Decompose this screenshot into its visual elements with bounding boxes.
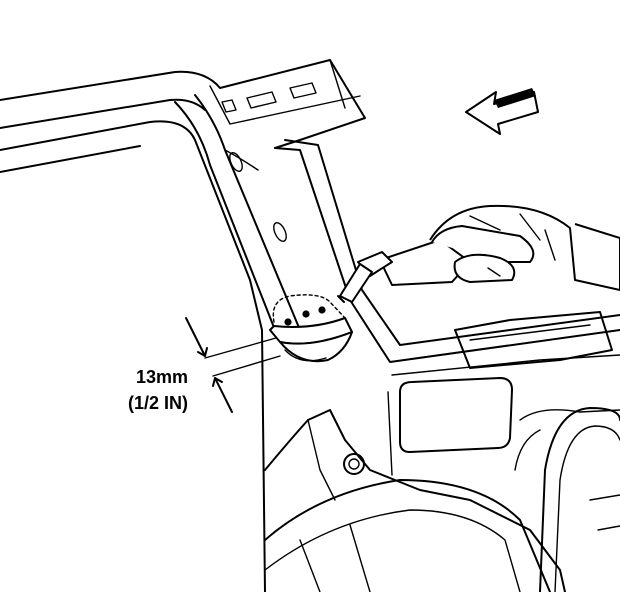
reinforcement-patch [269,294,353,363]
dimension-metric-label: 13mm [135,367,189,387]
fastener [343,453,365,475]
dimension-imperial-label: (1/2 IN) [127,393,188,413]
roof-rail-slots [221,82,317,113]
plug-weld-1 [284,318,292,326]
quarter-panel [264,409,566,592]
interior-panel [387,311,620,476]
roof-rail [0,59,366,149]
forward-arrow-icon [465,88,539,135]
wheelhouse [539,407,620,592]
plug-weld-3 [318,306,326,314]
plug-weld-2 [302,310,310,318]
dimension-lines [185,317,281,413]
door-opening [0,120,266,592]
pillar [174,94,620,363]
gloved-hand-icon [429,204,620,291]
welding-torch-icon [337,239,471,303]
